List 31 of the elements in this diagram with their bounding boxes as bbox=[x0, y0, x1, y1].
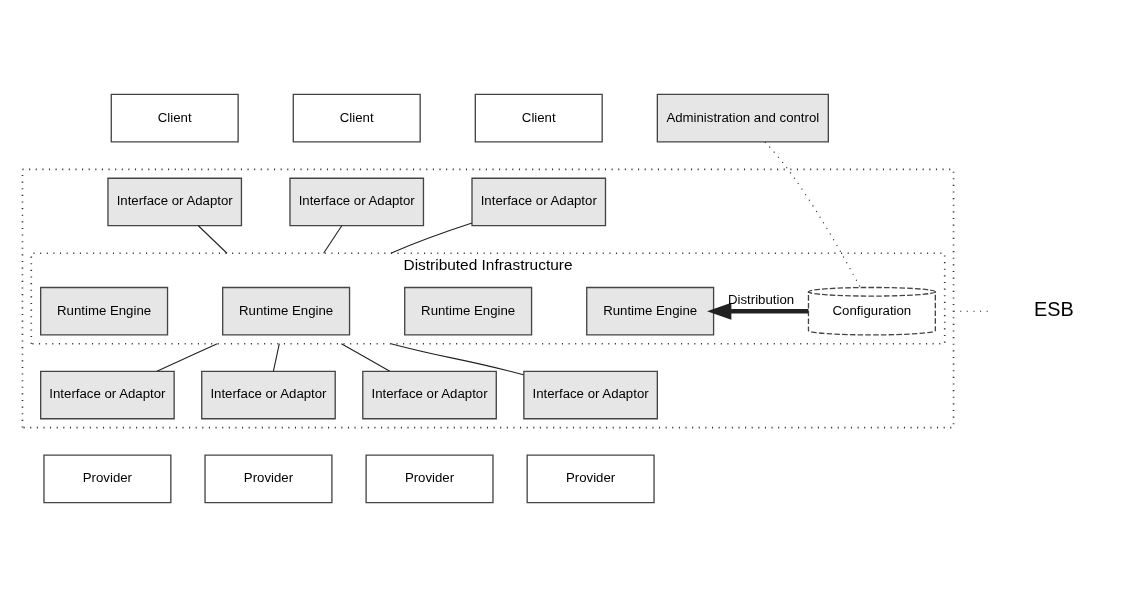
node-box: Runtime Engine bbox=[222, 286, 351, 336]
node-box: Client bbox=[474, 93, 603, 143]
connector bbox=[272, 343, 280, 372]
node-box: Runtime Engine bbox=[40, 286, 169, 336]
node-box: Administration and control bbox=[656, 93, 829, 143]
node-box: Client bbox=[110, 93, 239, 143]
connector bbox=[764, 141, 861, 288]
node-box: Provider bbox=[43, 454, 172, 504]
connector bbox=[156, 343, 218, 372]
connector bbox=[323, 225, 343, 254]
edge-label: Distribution bbox=[727, 292, 795, 308]
node-box: Provider bbox=[365, 454, 494, 504]
node-box: Interface or Adaptor bbox=[289, 177, 425, 227]
node-box: Interface or Adaptor bbox=[40, 370, 175, 420]
node-box: Client bbox=[292, 93, 421, 143]
node-box: Interface or Adaptor bbox=[471, 177, 607, 227]
cluster bbox=[21, 168, 955, 429]
node-box: Runtime Engine bbox=[404, 286, 533, 336]
connector bbox=[197, 225, 228, 254]
connector bbox=[390, 343, 524, 376]
node-box: Interface or Adaptor bbox=[362, 370, 497, 420]
node-box: Runtime Engine bbox=[586, 286, 715, 336]
node-box: Provider bbox=[204, 454, 333, 504]
node-text: ESB bbox=[1034, 298, 1074, 321]
arrow bbox=[707, 302, 809, 320]
node-box: Interface or Adaptor bbox=[107, 177, 243, 227]
node-box: Provider bbox=[526, 454, 655, 504]
connector bbox=[340, 343, 391, 372]
node-box: Interface or Adaptor bbox=[201, 370, 336, 420]
node-box: Interface or Adaptor bbox=[523, 370, 658, 420]
connector bbox=[390, 222, 473, 254]
